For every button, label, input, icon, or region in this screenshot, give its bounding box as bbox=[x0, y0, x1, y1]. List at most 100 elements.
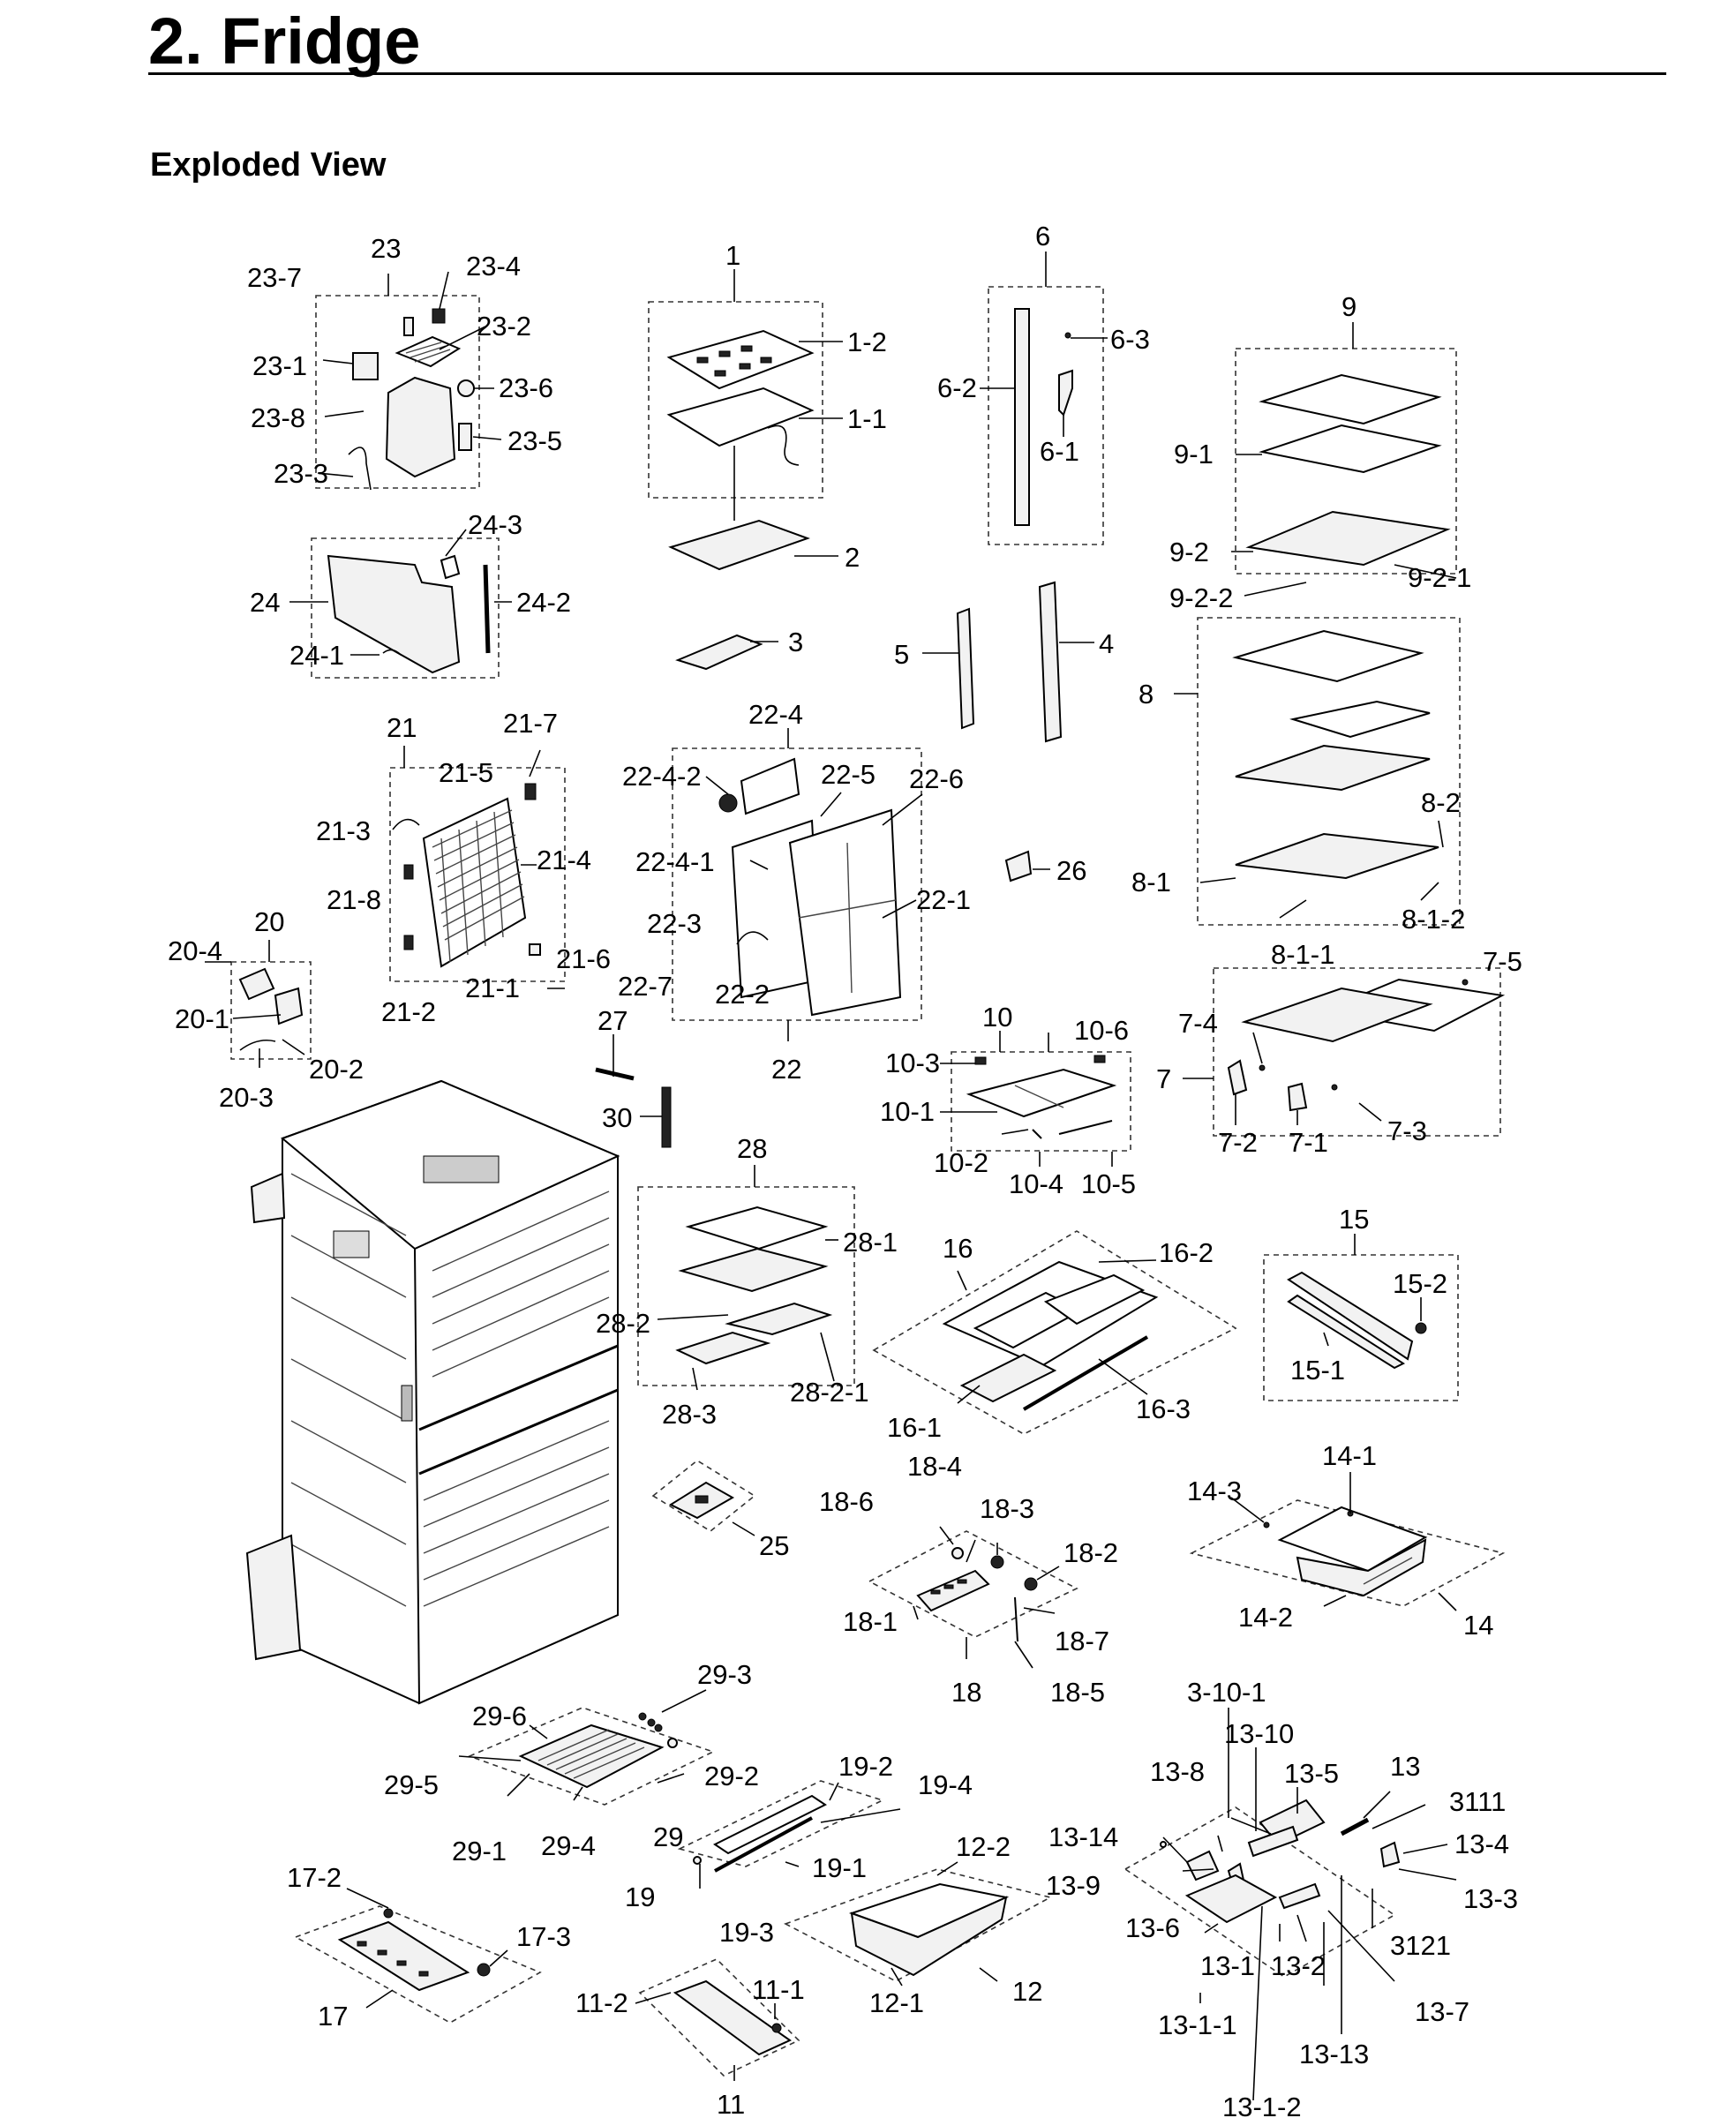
part-label-13-1-2: 13-1-2 bbox=[1222, 2092, 1302, 2118]
part-label-14-1: 14-1 bbox=[1322, 1440, 1377, 1471]
part-3: 3 bbox=[675, 627, 803, 671]
part-label-15-2: 15-2 bbox=[1393, 1268, 1447, 1299]
part-2: 2 bbox=[668, 519, 860, 573]
part-label-15: 15 bbox=[1339, 1204, 1369, 1235]
part-label-23-4: 23-4 bbox=[466, 251, 521, 282]
part-label-21-1: 21-1 bbox=[465, 973, 520, 1003]
part-label-22: 22 bbox=[771, 1054, 801, 1085]
part-label-6-2: 6-2 bbox=[937, 372, 977, 403]
part-label-7-4: 7-4 bbox=[1178, 1008, 1218, 1039]
part-label-24-1: 24-1 bbox=[289, 640, 344, 671]
part-label-11-1: 11-1 bbox=[752, 1974, 805, 2005]
part-label-23-3: 23-3 bbox=[274, 458, 328, 489]
part-label-18-4: 18-4 bbox=[907, 1451, 962, 1482]
part-label-10-2: 10-2 bbox=[934, 1147, 988, 1178]
part-label-19-4: 19-4 bbox=[918, 1769, 973, 1800]
fridge-cabinet bbox=[245, 1079, 620, 1705]
part-label-13-4: 13-4 bbox=[1454, 1829, 1509, 1859]
part-label-7-3: 7-3 bbox=[1387, 1115, 1427, 1146]
part-label-13-8: 13-8 bbox=[1150, 1756, 1205, 1787]
part-group-15: 15 15-2 15-1 bbox=[1263, 1204, 1459, 1401]
part-label-14: 14 bbox=[1463, 1610, 1493, 1641]
part-label-24-2: 24-2 bbox=[516, 587, 571, 618]
part-label-10-6: 10-6 bbox=[1074, 1015, 1129, 1046]
part-label-10: 10 bbox=[982, 1002, 1012, 1033]
part-label-11-2: 11-2 bbox=[575, 1987, 628, 2018]
part-label-22-4: 22-4 bbox=[748, 699, 803, 730]
part-label-8-1-1: 8-1-1 bbox=[1271, 939, 1334, 970]
part-label-23-1: 23-1 bbox=[252, 350, 307, 381]
part-label-22-5: 22-5 bbox=[821, 759, 876, 790]
part-label-8-1-2: 8-1-2 bbox=[1402, 904, 1465, 935]
part-label-23-2: 23-2 bbox=[477, 311, 531, 342]
part-label-9-1: 9-1 bbox=[1174, 439, 1214, 469]
part-label-10-4: 10-4 bbox=[1009, 1168, 1063, 1199]
part-label-22-1: 22-1 bbox=[916, 884, 971, 915]
part-label-28-2-1: 28-2-1 bbox=[790, 1377, 869, 1408]
part-label-13-9: 13-9 bbox=[1046, 1870, 1101, 1901]
part-30: 30 bbox=[602, 1086, 672, 1148]
part-group-1: 1 1-2 1-1 bbox=[648, 240, 887, 521]
part-label-13-10: 13-10 bbox=[1224, 1718, 1294, 1749]
part-group-29: 29-3 29-6 29-5 29-2 29 29-1 29-4 bbox=[384, 1659, 759, 1866]
part-label-21-2: 21-2 bbox=[381, 996, 436, 1027]
part-label-1-2: 1-2 bbox=[847, 327, 887, 357]
part-group-18: 18-4 18-6 18-3 18-2 18-1 18-7 18 18-5 bbox=[819, 1451, 1118, 1708]
part-group-9: 9 9-1 9-2 9-2-1 9-2-2 bbox=[1169, 291, 1471, 613]
part-label-14-3: 14-3 bbox=[1187, 1476, 1242, 1506]
part-label-17-3: 17-3 bbox=[516, 1921, 571, 1952]
part-label-24: 24 bbox=[250, 587, 280, 618]
part-label-3121: 3121 bbox=[1390, 1930, 1451, 1961]
part-group-6: 6 6-3 6-2 6-1 bbox=[937, 221, 1150, 545]
part-group-23: 23 23-7 23-4 23-2 23-1 23-6 23-8 23-5 23… bbox=[247, 233, 562, 491]
part-label-13-7: 13-7 bbox=[1415, 1996, 1469, 2027]
part-group-7: 7-5 7-4 7 7-3 7-2 7-1 bbox=[1156, 946, 1522, 1158]
part-label-10-5: 10-5 bbox=[1081, 1168, 1136, 1199]
part-label-13-1: 13-1 bbox=[1200, 1950, 1255, 1981]
part-group-21: 21 21-7 21-5 21-3 21-4 21-8 21-6 21-1 21… bbox=[316, 708, 611, 1027]
part-label-18-7: 18-7 bbox=[1055, 1626, 1109, 1656]
part-label-23-8: 23-8 bbox=[251, 402, 305, 433]
part-label-22-4-2: 22-4-2 bbox=[622, 761, 702, 792]
part-label-28-1: 28-1 bbox=[843, 1227, 898, 1258]
part-label-18-3: 18-3 bbox=[980, 1493, 1034, 1524]
part-label-30: 30 bbox=[602, 1102, 632, 1133]
part-label-16: 16 bbox=[943, 1233, 973, 1264]
part-label-20: 20 bbox=[254, 906, 284, 937]
part-label-28: 28 bbox=[737, 1133, 767, 1164]
part-label-25: 25 bbox=[759, 1530, 789, 1561]
part-label-22-4-1: 22-4-1 bbox=[635, 846, 715, 877]
part-label-3-10-1: 3-10-1 bbox=[1187, 1677, 1266, 1708]
part-27: 27 bbox=[595, 1005, 635, 1081]
part-label-13-2: 13-2 bbox=[1271, 1950, 1326, 1981]
part-label-15-1: 15-1 bbox=[1290, 1355, 1345, 1386]
part-group-10: 10 10-6 10-3 10-1 10-2 10-4 10-5 bbox=[880, 1002, 1136, 1199]
part-label-21-8: 21-8 bbox=[327, 884, 381, 915]
part-label-8: 8 bbox=[1139, 679, 1154, 710]
title-rule bbox=[148, 72, 1666, 75]
part-label-21-7: 21-7 bbox=[503, 708, 558, 739]
part-4: 4 bbox=[1038, 581, 1114, 743]
part-label-29-1: 29-1 bbox=[452, 1836, 507, 1866]
part-label-22-6: 22-6 bbox=[909, 763, 964, 794]
part-label-23: 23 bbox=[371, 233, 401, 264]
part-label-29: 29 bbox=[653, 1821, 683, 1852]
part-5: 5 bbox=[894, 607, 975, 730]
part-label-9-2-2: 9-2-2 bbox=[1169, 582, 1233, 613]
part-label-20-4: 20-4 bbox=[168, 935, 222, 966]
part-label-21-6: 21-6 bbox=[556, 943, 611, 974]
part-label-29-4: 29-4 bbox=[541, 1830, 596, 1861]
part-label-27: 27 bbox=[597, 1005, 628, 1036]
part-label-16-1: 16-1 bbox=[887, 1412, 942, 1443]
part-label-13-1-1: 13-1-1 bbox=[1158, 2009, 1237, 2040]
part-group-22: 22-4 22-4-2 22-5 22-6 22-4-1 22-1 22-3 2… bbox=[618, 699, 971, 1085]
part-label-6: 6 bbox=[1035, 221, 1050, 252]
part-label-22-7: 22-7 bbox=[618, 971, 673, 1002]
part-label-13-13: 13-13 bbox=[1299, 2039, 1369, 2069]
part-label-13-5: 13-5 bbox=[1284, 1758, 1339, 1789]
part-label-16-3: 16-3 bbox=[1136, 1393, 1191, 1424]
part-group-19: 19-2 19-4 19-1 19 19-3 bbox=[625, 1751, 973, 1948]
part-label-13-6: 13-6 bbox=[1125, 1912, 1180, 1943]
part-label-18-5: 18-5 bbox=[1050, 1677, 1105, 1708]
